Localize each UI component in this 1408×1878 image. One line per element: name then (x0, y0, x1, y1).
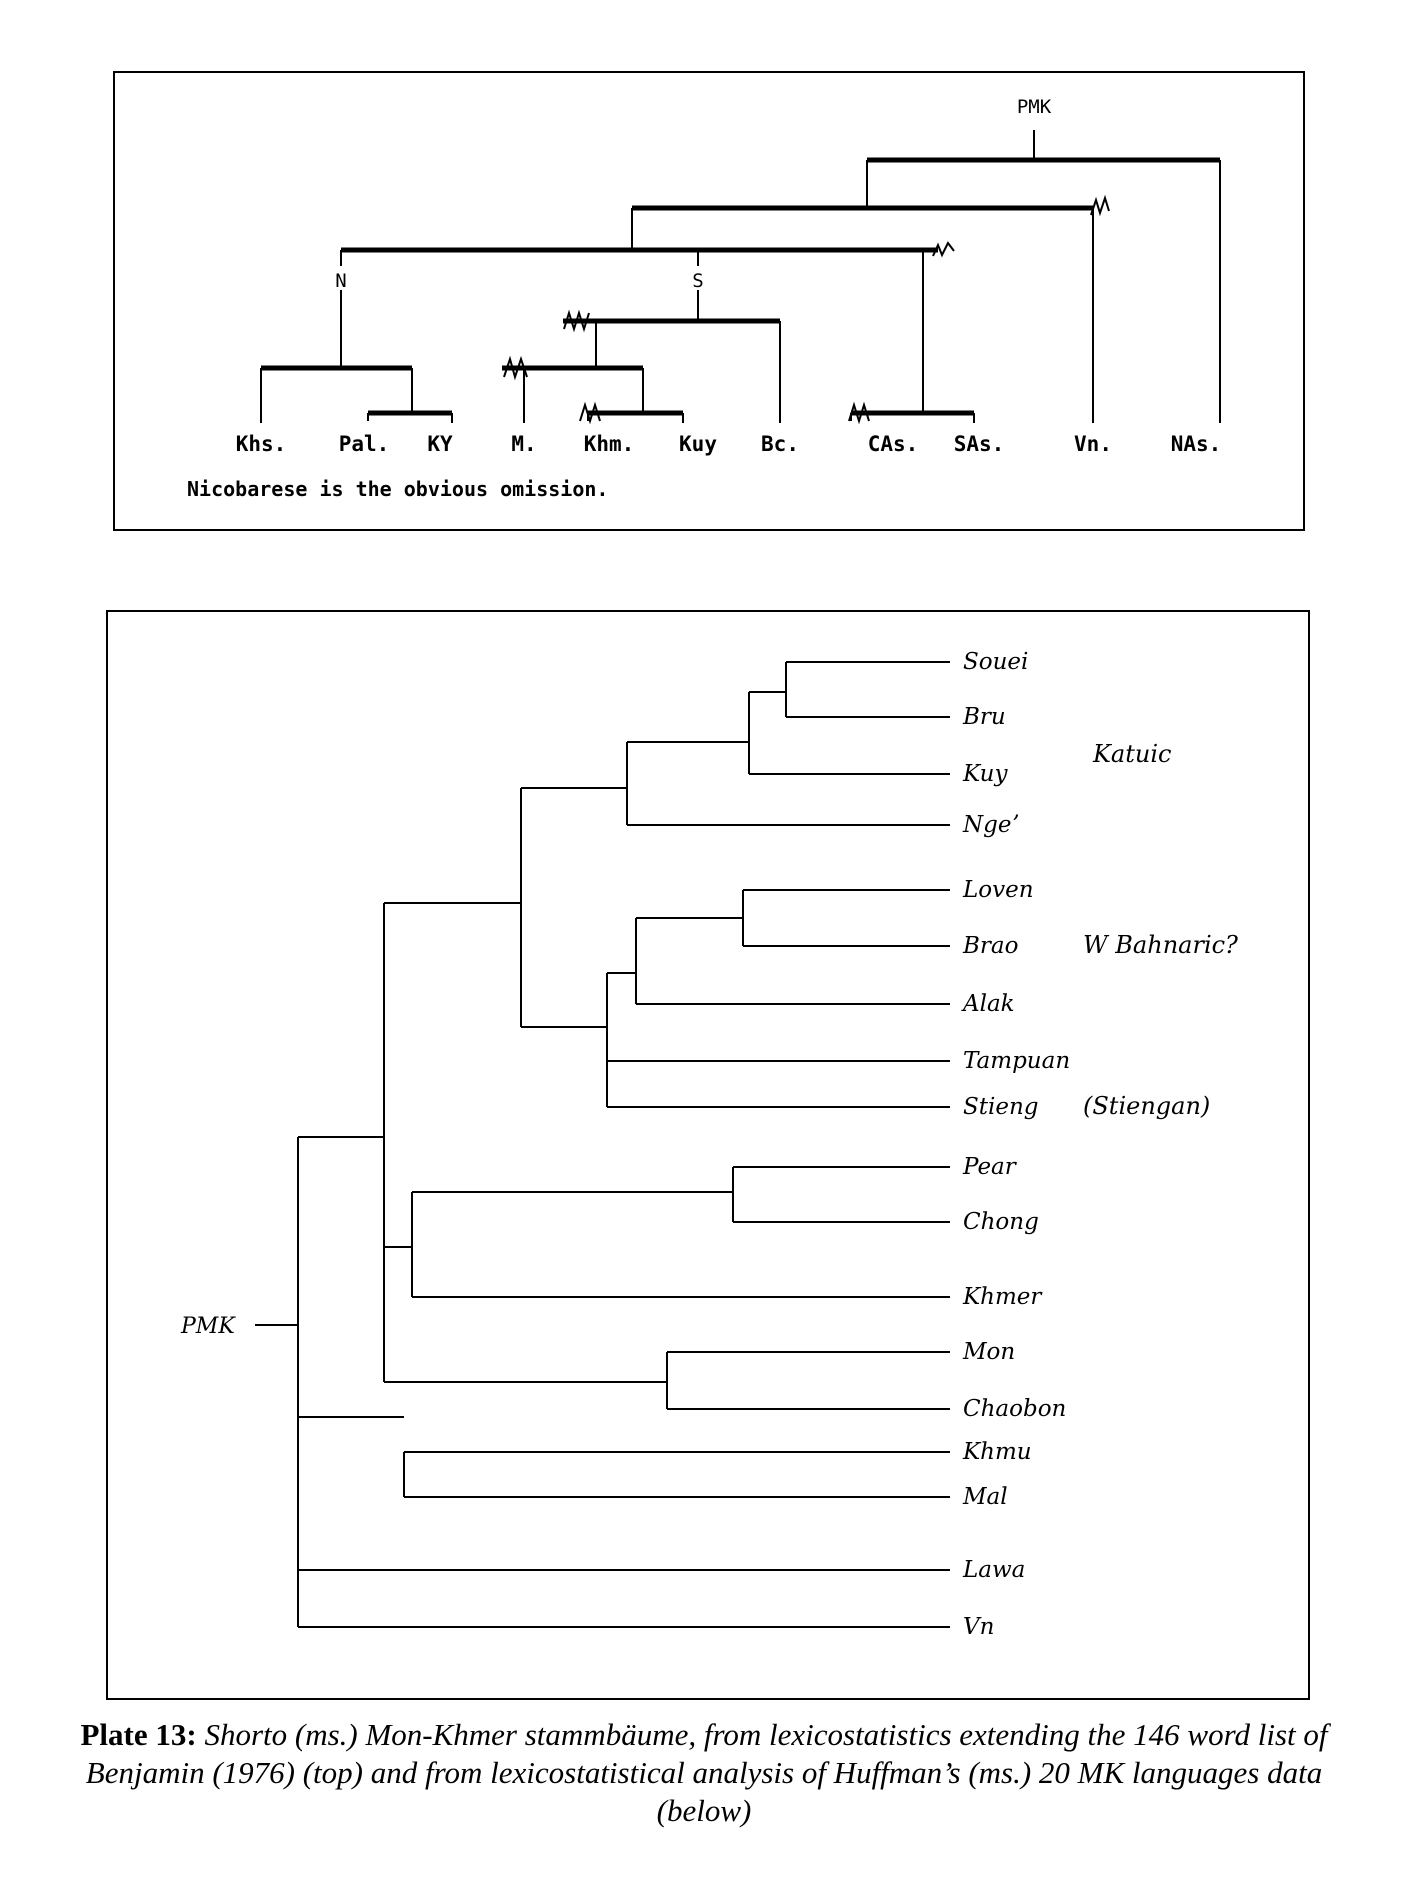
north-branch-label: N (335, 270, 346, 292)
leaf-souei: Souei (963, 649, 1028, 675)
leaf-khmer: Khmer (962, 1284, 1043, 1310)
leaf-stieng: Stieng (963, 1094, 1039, 1120)
caption-label: Plate 13: (80, 1717, 197, 1752)
top-root-label: PMK (1017, 96, 1052, 118)
top-leaf-khs: Khs. (236, 432, 287, 456)
top-leaf-m: M. (511, 432, 536, 456)
bottom-leaf-labels: Souei Bru Kuy Ngeʼ Loven Brao Alak Tampu… (961, 649, 1070, 1640)
top-leaf-bc: Bc. (761, 432, 799, 456)
leaf-mal: Mal (962, 1484, 1008, 1510)
hatch-marks (503, 194, 1110, 425)
top-leaf-cas: CAs. (868, 432, 919, 456)
leaf-chaobon: Chaobon (963, 1396, 1066, 1422)
top-leaf-kuy: Kuy (679, 432, 717, 456)
top-tree-diagram: PMK N S Khs. Pal. KY M. Khm. Kuy Bc. CAs… (187, 96, 1222, 501)
top-leaf-pal: Pal. (339, 432, 390, 456)
leaf-nge: Ngeʼ (962, 812, 1019, 838)
top-tree-lines (260, 130, 1221, 423)
bottom-root-label: PMK (180, 1314, 236, 1339)
bottom-tree-diagram: PMK Souei Bru Kuy Ngeʼ Loven Brao Alak T… (180, 649, 1238, 1640)
bottom-tree-panel: PMK Souei Bru Kuy Ngeʼ Loven Brao Alak T… (106, 610, 1310, 1700)
leaf-lawa: Lawa (962, 1557, 1025, 1583)
leaf-kuy: Kuy (962, 761, 1008, 787)
top-leaf-vn: Vn. (1074, 432, 1112, 456)
bottom-tree-lines (255, 661, 950, 1628)
leaf-alak: Alak (961, 991, 1015, 1017)
leaf-tampuan: Tampuan (963, 1048, 1070, 1074)
leaf-khmu: Khmu (962, 1439, 1032, 1465)
leaf-pear: Pear (962, 1154, 1018, 1180)
top-leaf-nas: NAs. (1171, 432, 1222, 456)
annotation-stiengan: (Stiengan) (1083, 1092, 1210, 1120)
leaf-loven: Loven (962, 877, 1034, 903)
caption-text: Shorto (ms.) Mon-Khmer stammbäume, from … (85, 1717, 1328, 1828)
top-tree-panel: PMK N S Khs. Pal. KY M. Khm. Kuy Bc. CAs… (113, 71, 1305, 531)
south-branch-label: S (692, 270, 703, 292)
top-leaf-khm: Khm. (584, 432, 635, 456)
top-leaf-ky: KY (427, 432, 453, 456)
leaf-mon: Mon (962, 1339, 1015, 1365)
leaf-chong: Chong (963, 1209, 1039, 1235)
annotation-katuic: Katuic (1092, 740, 1171, 768)
annotation-w-bahnaric: W Bahnaric? (1083, 931, 1238, 959)
top-leaf-sas: SAs. (954, 432, 1005, 456)
leaf-vn: Vn (963, 1614, 994, 1640)
top-tree-note: Nicobarese is the obvious omission. (187, 477, 608, 501)
plate-caption: Plate 13: Shorto (ms.) Mon-Khmer stammbä… (60, 1716, 1348, 1830)
leaf-bru: Bru (962, 704, 1006, 730)
leaf-brao: Brao (962, 933, 1018, 959)
